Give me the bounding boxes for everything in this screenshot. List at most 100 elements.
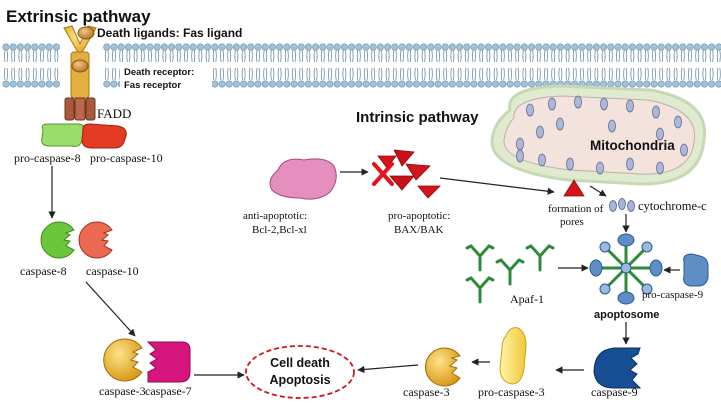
lipid-head (182, 43, 190, 51)
lipid-tail (212, 67, 217, 81)
lipid-tail (176, 49, 181, 63)
lipid-head (355, 80, 363, 88)
crista (516, 149, 524, 163)
crista (596, 161, 604, 175)
lipid-tail (385, 67, 390, 81)
lipid-head (24, 43, 32, 51)
lipid-tail (464, 49, 469, 63)
lipid-head (391, 80, 399, 88)
caspase-7-label: caspase-7 (145, 384, 192, 398)
lipid-head (146, 43, 154, 51)
lipid-tail (184, 49, 188, 63)
lipid-head (585, 43, 593, 51)
lipid-tail (443, 49, 448, 63)
lipid-head (391, 43, 399, 51)
lipid-tail (342, 49, 347, 63)
lipid-tail (378, 49, 383, 63)
lipid-tail (666, 67, 671, 81)
lipid-tail (457, 67, 462, 81)
lipid-tail (292, 67, 296, 81)
lipid-tail (112, 67, 116, 81)
lipid-head (412, 43, 420, 51)
pro-caspase-3-icon (499, 327, 527, 385)
lipid-head (499, 43, 507, 51)
lipid-tail (270, 67, 275, 81)
lipid-head (247, 80, 255, 88)
lipid-tail (616, 49, 620, 63)
crista (680, 143, 688, 157)
pro-caspase-9-icon (683, 253, 709, 287)
lipid-tail (695, 67, 700, 81)
lipid-head (38, 80, 46, 88)
lipid-tail (558, 67, 563, 81)
lipid-tail (320, 49, 325, 63)
lipid-tail (306, 67, 311, 81)
lipid-tail (644, 49, 649, 63)
lipid-tail (191, 49, 196, 63)
lipid-head (679, 43, 687, 51)
lipid-head (362, 43, 370, 51)
caspase-10-icon (78, 221, 113, 259)
lipid-tail (349, 67, 354, 81)
lipid-head (420, 43, 428, 51)
pro-apoptotic-label: pro-apoptotic: (388, 210, 450, 222)
lipid-tail (544, 67, 548, 81)
lipid-tail (536, 49, 541, 63)
lipid-tail (436, 67, 440, 81)
crista (536, 125, 544, 139)
lipid-head (700, 43, 708, 51)
lipid-tail (544, 49, 548, 63)
lipid-head (384, 80, 392, 88)
lipid-head (261, 43, 269, 51)
lipid-tail (716, 67, 721, 81)
lipid-tail (11, 49, 16, 63)
lipid-head (232, 43, 240, 51)
lipid-head (124, 43, 132, 51)
lipid-head (312, 43, 320, 51)
lipid-tail (659, 67, 664, 81)
lipid-head (650, 43, 658, 51)
lipid-tail (25, 49, 30, 63)
lipid-head (693, 80, 701, 88)
lipid-head (477, 43, 485, 51)
lipid-tail (313, 67, 318, 81)
pro-caspase-8-label: pro-caspase-8 (14, 151, 81, 165)
lipid-tail (572, 49, 577, 63)
apaf-1-monomer (495, 258, 525, 286)
lipid-head (448, 43, 456, 51)
lipid-tail (356, 67, 361, 81)
lipid-head (225, 43, 233, 51)
lipid-head (297, 80, 305, 88)
arrow-pore-to-cytochrome (589, 185, 607, 197)
lipid-head (204, 43, 212, 51)
lipid-head (2, 80, 10, 88)
lipid-head (110, 43, 118, 51)
lipid-head (290, 80, 298, 88)
pro-caspase-10-label: pro-caspase-10 (90, 151, 163, 165)
lipid-tail (601, 67, 606, 81)
lipid-tail (11, 67, 16, 81)
lipid-head (484, 43, 492, 51)
lipid-tail (500, 49, 505, 63)
extrinsic-pathway-title: Extrinsic pathway (6, 7, 151, 26)
lipid-head (657, 80, 665, 88)
lipid-tail (680, 67, 685, 81)
lipid-head (283, 43, 291, 51)
lipid-tail (493, 67, 498, 81)
lipid-head (369, 80, 377, 88)
lipid-head (607, 80, 615, 88)
lipid-tail (54, 67, 59, 81)
death-receptor-icon (63, 25, 97, 121)
lipid-tail (54, 49, 59, 63)
lipid-tail (364, 67, 368, 81)
lipid-head (168, 43, 176, 51)
lipid-tail (688, 67, 692, 81)
lipid-tail (4, 67, 8, 81)
lipid-tail (500, 67, 505, 81)
lipid-head (621, 43, 629, 51)
caspase-3-label-extrinsic: caspase-3 (99, 384, 146, 398)
lipid-head (600, 80, 608, 88)
lipid-tail (616, 67, 620, 81)
lipid-head (369, 43, 377, 51)
lipid-head (600, 43, 608, 51)
